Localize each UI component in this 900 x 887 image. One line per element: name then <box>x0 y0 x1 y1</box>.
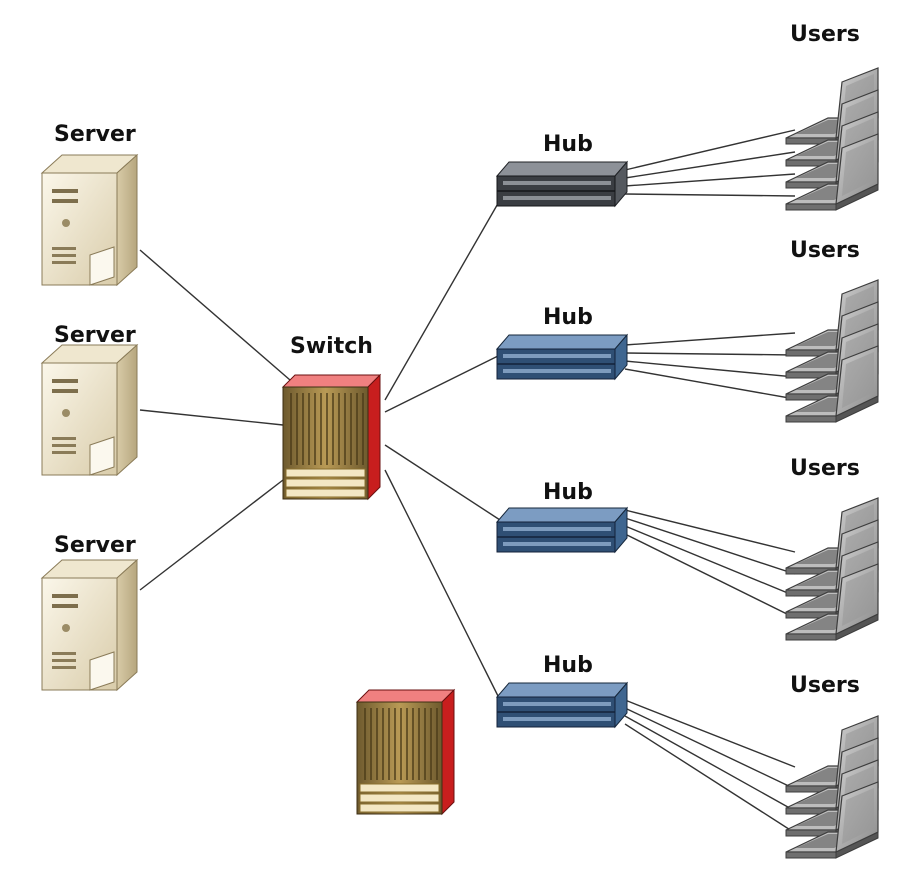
hub-4-label: Hub <box>543 653 593 678</box>
users-4-label: Users <box>790 673 860 698</box>
laptop-group-1 <box>785 67 879 211</box>
link-switch-hub3 <box>384 444 501 521</box>
server-2-icon <box>41 344 138 476</box>
hub-3-label: Hub <box>543 480 593 505</box>
hub-2-icon <box>496 334 628 380</box>
server-3-label: Server <box>54 533 136 558</box>
laptop-group-2 <box>785 279 879 423</box>
link-switch-hub1 <box>384 199 501 401</box>
link-server2-switch <box>139 409 284 426</box>
switch-icon <box>282 374 381 500</box>
laptop-group-3 <box>785 497 879 641</box>
hub-1-label: Hub <box>543 132 593 157</box>
link-switch-hub4 <box>384 469 501 701</box>
link-server3-switch <box>139 479 284 591</box>
spare-switch-icon <box>356 689 455 815</box>
server-1-icon <box>41 154 138 286</box>
switch-label: Switch <box>290 334 373 359</box>
connections <box>139 129 796 834</box>
link-switch-hub2 <box>384 354 501 413</box>
server-1-label: Server <box>54 122 136 147</box>
server-3-icon <box>41 559 138 691</box>
hub-3-icon <box>496 507 628 553</box>
hub-1-icon <box>496 161 628 207</box>
link-server1-switch <box>139 249 291 381</box>
hub-2-label: Hub <box>543 305 593 330</box>
laptop-group-4 <box>785 715 879 859</box>
users-3-label: Users <box>790 456 860 481</box>
users-1-label: Users <box>790 22 860 47</box>
hub-4-icon <box>496 682 628 728</box>
users-2-label: Users <box>790 238 860 263</box>
server-2-label: Server <box>54 323 136 348</box>
